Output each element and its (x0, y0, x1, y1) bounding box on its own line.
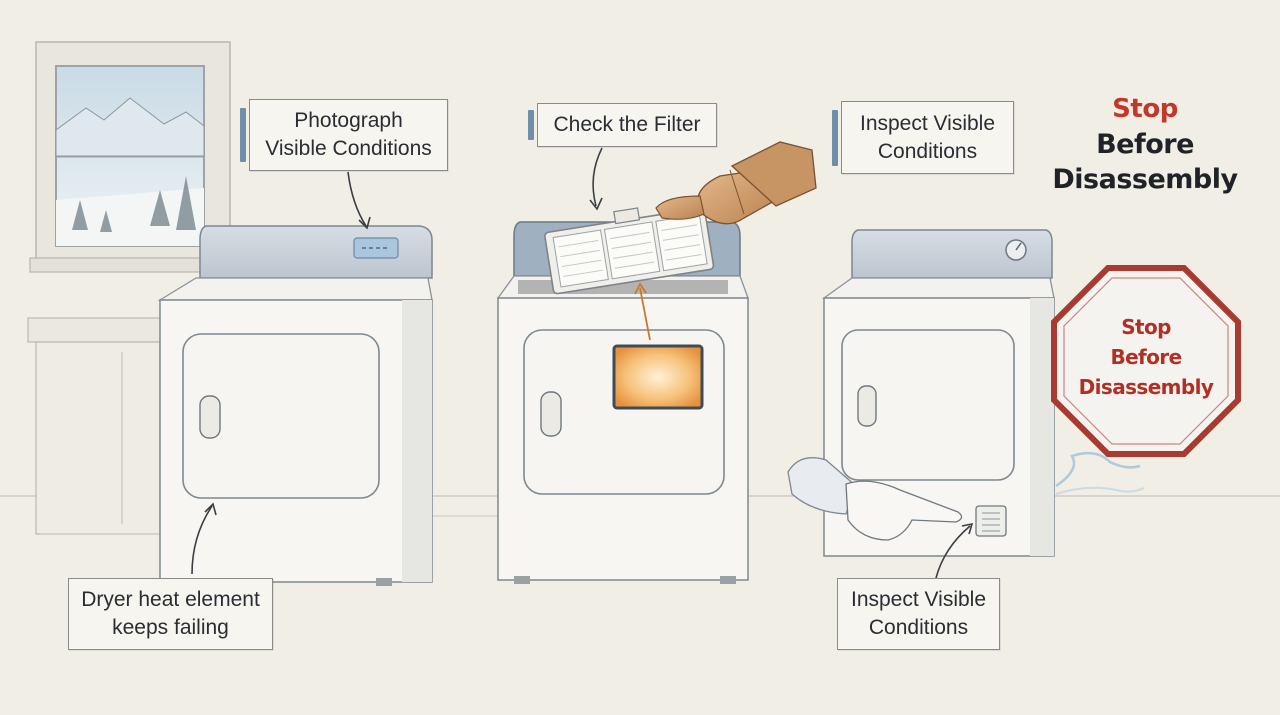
stop-heading-disassembly: Disassembly (1052, 164, 1238, 195)
label-accent-tab (240, 108, 246, 162)
photograph-label-line1: Photograph (294, 109, 403, 132)
stop-sign-text: Stop Before Disassembly (1062, 312, 1230, 402)
check-filter-label: Check the Filter (537, 103, 717, 147)
stop-sign-line1: Stop (1121, 315, 1171, 339)
pointing-hand (787, 457, 963, 541)
connector-arrows (191, 147, 974, 579)
stop-sign-line2: Before (1110, 345, 1182, 369)
photograph-label: Photograph Visible Conditions (249, 99, 448, 171)
stop-sign (1051, 265, 1241, 457)
inspect-top-label: Inspect Visible Conditions (841, 101, 1014, 174)
window (29, 41, 237, 273)
inspect-bottom-label-line1: Inspect Visible (850, 588, 987, 611)
inspect-bottom-label: Inspect Visible Conditions (837, 578, 1000, 650)
dryer-right (787, 229, 1145, 557)
dryer-heat-label: Dryer heat element keeps failing (68, 578, 273, 650)
stop-heading-before: Before (1096, 129, 1194, 160)
inspect-top-label-line1: Inspect Visible (859, 111, 996, 135)
stop-sign-line3: Disassembly (1078, 375, 1214, 399)
dryer-heat-label-line1: Dryer heat element (81, 588, 260, 611)
check-filter-label-line1: Check the Filter (553, 113, 701, 136)
label-accent-tab (528, 110, 534, 140)
inspect-top-label-line2: Conditions (877, 139, 978, 163)
lint-filter (544, 207, 715, 295)
dryer-heat-label-line2: keeps failing (112, 616, 229, 639)
stop-heading: Stop Before Disassembly (1050, 92, 1240, 197)
stop-heading-stop: Stop (1112, 94, 1178, 124)
photograph-label-line2: Visible Conditions (265, 137, 432, 160)
dryer-middle (496, 141, 817, 584)
cabinet (27, 317, 163, 535)
label-accent-tab (832, 110, 838, 166)
inspect-bottom-label-line2: Conditions (868, 616, 969, 639)
dryer-left (157, 225, 433, 586)
gloved-hand (655, 141, 817, 225)
